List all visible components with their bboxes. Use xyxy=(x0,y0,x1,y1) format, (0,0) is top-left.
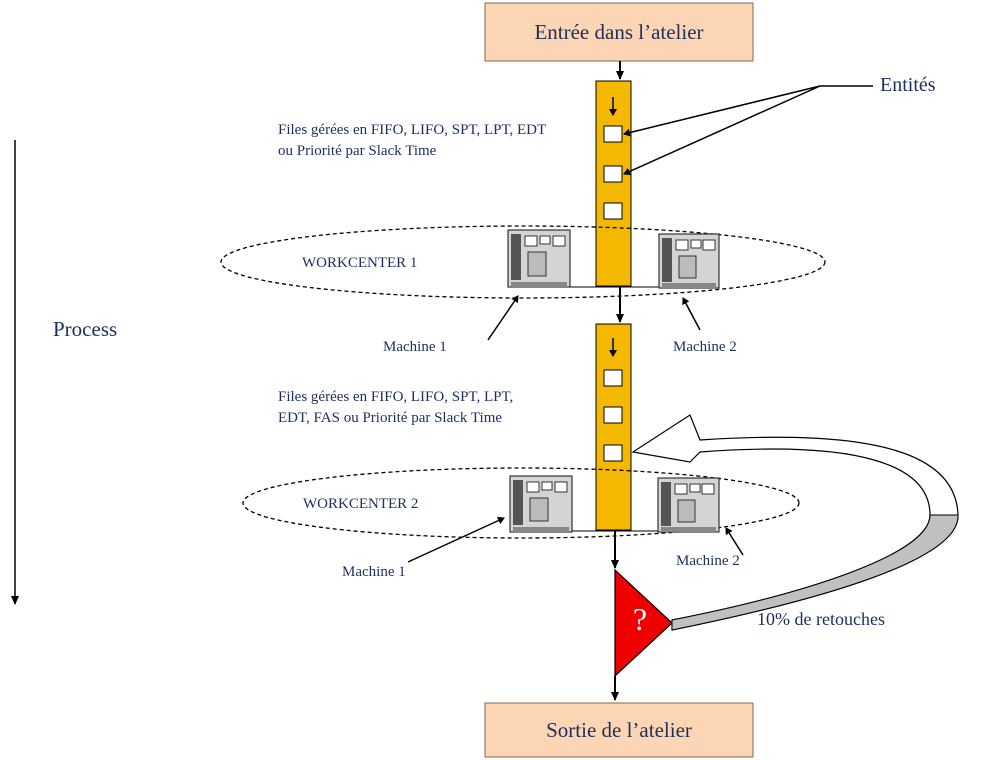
entity-box xyxy=(603,444,623,462)
entity-box xyxy=(603,165,623,183)
queue-1-rules: Files gérées en FIFO, LIFO, SPT, LPT, ED… xyxy=(278,122,546,159)
entity-box xyxy=(603,125,623,143)
machine-pointer xyxy=(487,295,519,341)
workcenter-1-label: WORKCENTER 1 xyxy=(302,255,418,271)
exit-box-label: Sortie de l’atelier xyxy=(546,717,692,742)
machine-icon xyxy=(507,229,571,288)
machine-icon xyxy=(509,475,573,533)
decision-symbol: ? xyxy=(632,601,648,637)
machine-1-label: Machine 1 xyxy=(342,564,406,580)
exit-box xyxy=(484,702,754,758)
entry-box-label: Entrée dans l’atelier xyxy=(534,19,704,44)
entities-pointer xyxy=(623,85,821,137)
queue-2 xyxy=(595,323,632,531)
entities-label: Entités xyxy=(880,74,936,96)
queue-2-rules: Files gérées en FIFO, LIFO, SPT, LPT, ED… xyxy=(278,389,514,426)
machine-icon xyxy=(657,477,720,533)
machine-pointer xyxy=(682,297,701,331)
entity-box xyxy=(603,202,623,220)
rework-arrow-tail xyxy=(671,514,959,631)
machine-2-label: Machine 2 xyxy=(673,339,737,355)
machine-2-label: Machine 2 xyxy=(676,553,740,569)
rework-label: 10% de retouches xyxy=(757,609,885,629)
entity-box xyxy=(603,406,623,424)
entities-pointer xyxy=(623,85,821,176)
machine-pointer xyxy=(407,516,505,563)
workcenter-2-ellipse xyxy=(242,467,800,539)
machine-pointer xyxy=(725,527,744,556)
entry-box xyxy=(484,2,754,62)
workcenter-2-label: WORKCENTER 2 xyxy=(303,496,419,512)
entity-box xyxy=(603,369,623,387)
process-label: Process xyxy=(53,317,118,341)
workcenter-1-ellipse xyxy=(220,225,826,299)
machine-icon xyxy=(658,233,720,289)
machine-1-label: Machine 1 xyxy=(383,339,447,355)
decision-triangle xyxy=(614,568,673,678)
